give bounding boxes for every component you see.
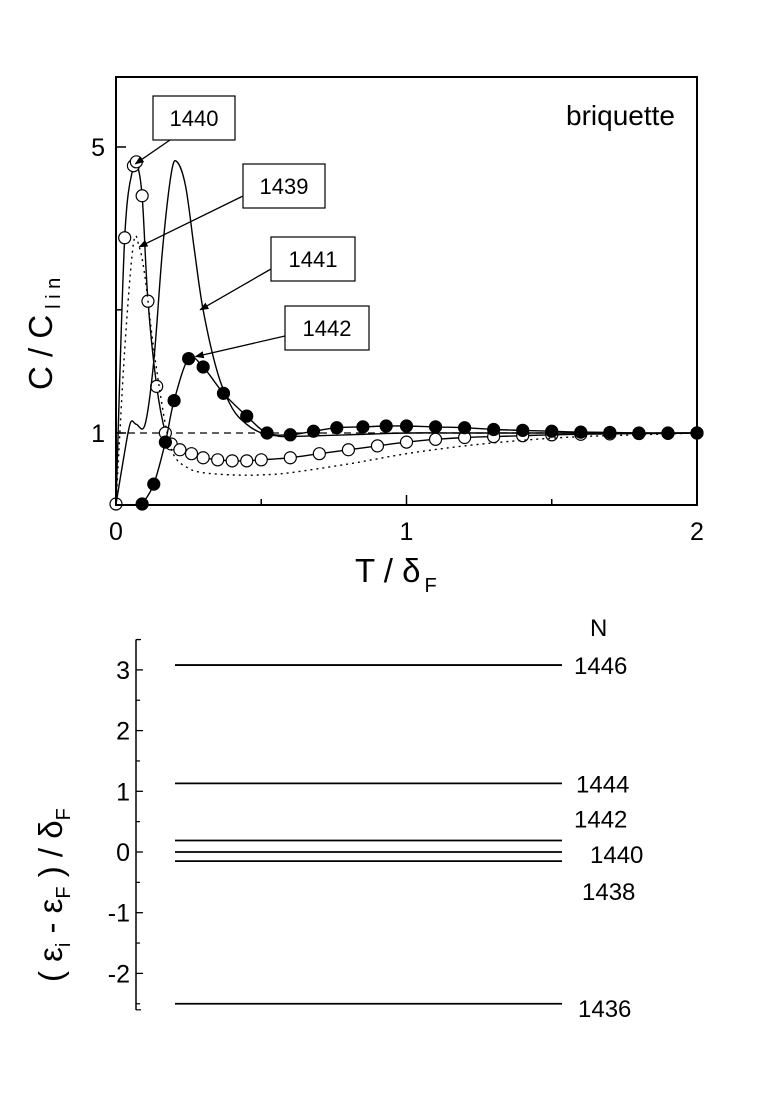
level-1444: 1444: [175, 771, 629, 798]
x-tick-label: 1: [400, 518, 414, 546]
open-marker: [428, 432, 443, 446]
annotation-1442: 1442: [194, 305, 370, 359]
filled-marker: [379, 419, 393, 433]
column-header-N: N: [590, 615, 607, 642]
open-marker: [240, 454, 254, 468]
open-marker: [150, 379, 164, 393]
open-marker: [129, 155, 143, 169]
annotation-box: [242, 163, 326, 209]
series-1439: [115, 235, 698, 505]
y-tick-label: 3: [116, 657, 130, 685]
arrow-icon: [199, 268, 272, 311]
filled-marker: [356, 420, 370, 434]
level-label: 1440: [590, 842, 643, 869]
filled-marker: [240, 409, 254, 423]
y-tick-label: 0: [116, 839, 130, 867]
annotation-label: 1442: [303, 316, 352, 341]
filled-marker: [487, 422, 501, 437]
annotation-1439: 1439: [138, 163, 326, 248]
annotation-box: [284, 305, 370, 351]
annotation-label: 1440: [170, 106, 219, 131]
level-label: 1444: [576, 771, 629, 798]
open-marker: [370, 439, 385, 453]
level-label: 1442: [574, 806, 627, 833]
annotation-box: [270, 236, 356, 282]
open-marker: [399, 435, 414, 449]
y-tick-label: 1: [116, 778, 130, 806]
arrow-icon: [134, 139, 171, 165]
arrow-icon: [138, 195, 244, 248]
arrow-icon: [194, 335, 286, 359]
open-marker: [173, 443, 187, 457]
open-marker: [211, 453, 225, 467]
filled-marker: [306, 424, 321, 438]
level-label: 1446: [574, 653, 627, 680]
y-tick-label: -2: [108, 960, 130, 988]
y-tick-label-5: 5: [91, 134, 105, 162]
filled-marker: [196, 360, 210, 374]
level-1442: 1442: [175, 806, 627, 842]
open-marker: [283, 451, 297, 465]
annotation-box: [152, 95, 236, 141]
filled-marker: [167, 394, 181, 408]
filled-marker: [428, 420, 443, 434]
filled-marker: [603, 425, 617, 440]
level-1438: 1438: [175, 860, 635, 906]
annotation-1441: 1441: [199, 236, 356, 311]
filled-marker: [399, 419, 414, 433]
annotation-1440: 1440: [134, 95, 236, 165]
y-axis-title: C / Cl i n: [22, 278, 65, 390]
y-tick-label-1: 1: [91, 420, 105, 448]
filled-marker: [545, 424, 559, 438]
open-marker: [341, 443, 355, 457]
filled-marker: [216, 386, 231, 400]
annotation-label: 1441: [289, 247, 338, 272]
level-1446: 1446: [175, 653, 627, 680]
bottom-chart: 3 2 1 0 -1 -2 1446 1444 1442 1440 1438 1436 N ( εi - …: [32, 615, 643, 1023]
filled-marker: [574, 425, 588, 439]
open-marker: [225, 454, 239, 468]
filled-marker: [158, 435, 172, 449]
level-1436: 1436: [175, 996, 631, 1023]
filled-marker: [147, 477, 161, 491]
series-line: [115, 160, 697, 505]
x-tick-label: 2: [690, 518, 704, 546]
filled-marker: [516, 423, 530, 437]
open-marker: [312, 447, 326, 461]
level-label: 1438: [582, 879, 635, 906]
chart-title: briquette: [566, 100, 675, 131]
y-tick-label: 2: [116, 718, 130, 746]
level-1440: 1440: [175, 842, 643, 869]
series-1441: [115, 160, 697, 505]
y-tick-label: -1: [108, 900, 130, 928]
level-label: 1436: [578, 996, 631, 1023]
filled-marker: [283, 428, 297, 442]
open-marker: [184, 447, 199, 461]
filled-marker: [330, 421, 344, 435]
filled-marker: [632, 426, 646, 440]
series-1442: [135, 351, 704, 511]
annotation-label: 1439: [260, 174, 309, 199]
filled-marker: [182, 351, 196, 366]
open-marker: [196, 451, 210, 465]
x-tick-label: 0: [109, 518, 123, 546]
filled-marker: [458, 421, 472, 435]
series-line: [115, 235, 698, 505]
open-marker: [118, 231, 132, 245]
filled-marker: [260, 426, 274, 440]
series-1440: [109, 155, 704, 511]
y-axis-title: ( εi - εF ) / δF: [32, 808, 75, 982]
filled-marker: [661, 426, 675, 440]
open-marker: [135, 189, 149, 203]
open-marker: [254, 453, 268, 467]
